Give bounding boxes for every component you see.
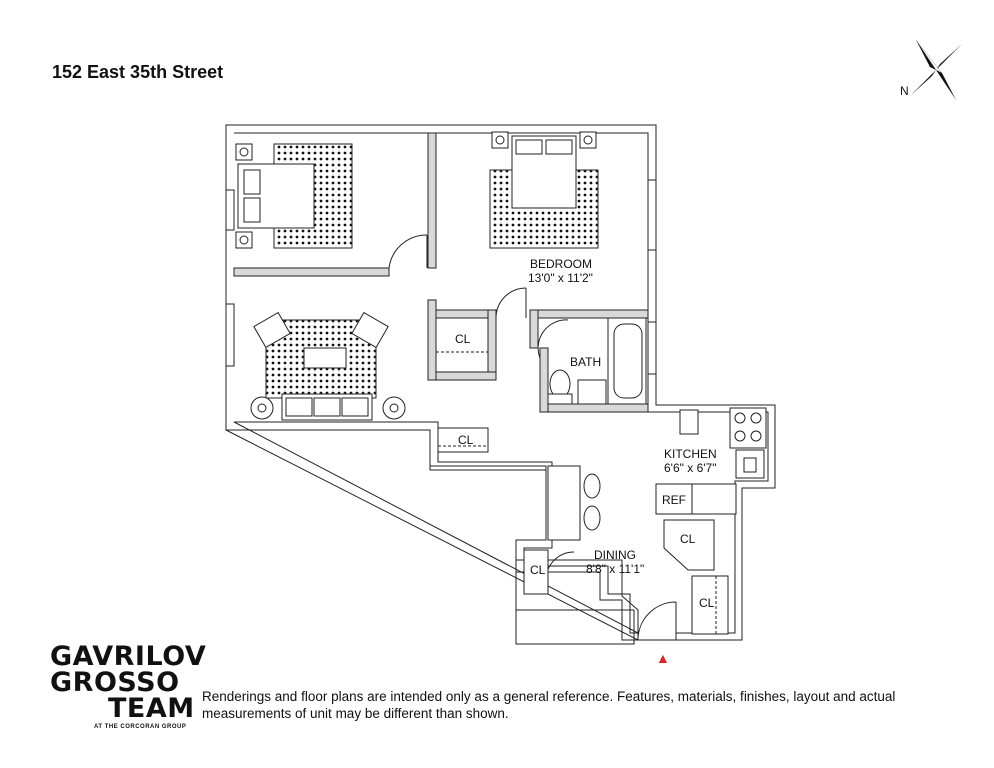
closet-label: CL xyxy=(680,532,696,546)
compass-north-label: N xyxy=(900,84,909,98)
kitchen-name-label: KITCHEN xyxy=(664,447,717,461)
living-room-furniture xyxy=(250,311,406,421)
bath-fixtures xyxy=(547,317,647,405)
windows xyxy=(225,179,657,375)
dining-furniture xyxy=(547,465,601,541)
bedroom-furniture xyxy=(489,131,599,249)
closet-label: CL xyxy=(458,433,474,447)
logo-line-3: TEAM xyxy=(108,693,195,724)
closet-label: CL xyxy=(530,563,546,577)
left-bedroom-furniture xyxy=(235,143,353,249)
page-title: 152 East 35th Street xyxy=(52,62,224,82)
disclaimer-text: Renderings and floor plans are intended … xyxy=(202,689,896,721)
bath-label: BATH xyxy=(570,355,601,369)
logo-line-2: GROSSO xyxy=(50,667,180,698)
ref-label: REF xyxy=(662,493,686,507)
compass-rose-icon xyxy=(910,39,962,100)
interior-walls xyxy=(233,132,649,413)
logo-line-1: GAVRILOV xyxy=(50,641,207,672)
brand-logo: GAVRILOV GROSSO TEAM xyxy=(50,641,207,724)
entry-arrow-icon: ▲ xyxy=(656,650,670,666)
closets xyxy=(435,317,729,635)
doors xyxy=(388,234,677,641)
bedroom-dims-label: 13'0" x 11'2" xyxy=(528,271,593,285)
bedroom-name-label: BEDROOM xyxy=(530,257,592,271)
kitchen-dims-label: 6'6" x 6'7" xyxy=(664,461,716,475)
dining-dims-label: 8'8" x 11'1" xyxy=(586,562,644,576)
closet-label: CL xyxy=(699,596,715,610)
kitchen-fixtures xyxy=(655,407,767,515)
dining-name-label: DINING xyxy=(594,548,636,562)
logo-subtitle: AT THE CORCORAN GROUP xyxy=(94,724,187,730)
closet-label: CL xyxy=(455,332,471,346)
